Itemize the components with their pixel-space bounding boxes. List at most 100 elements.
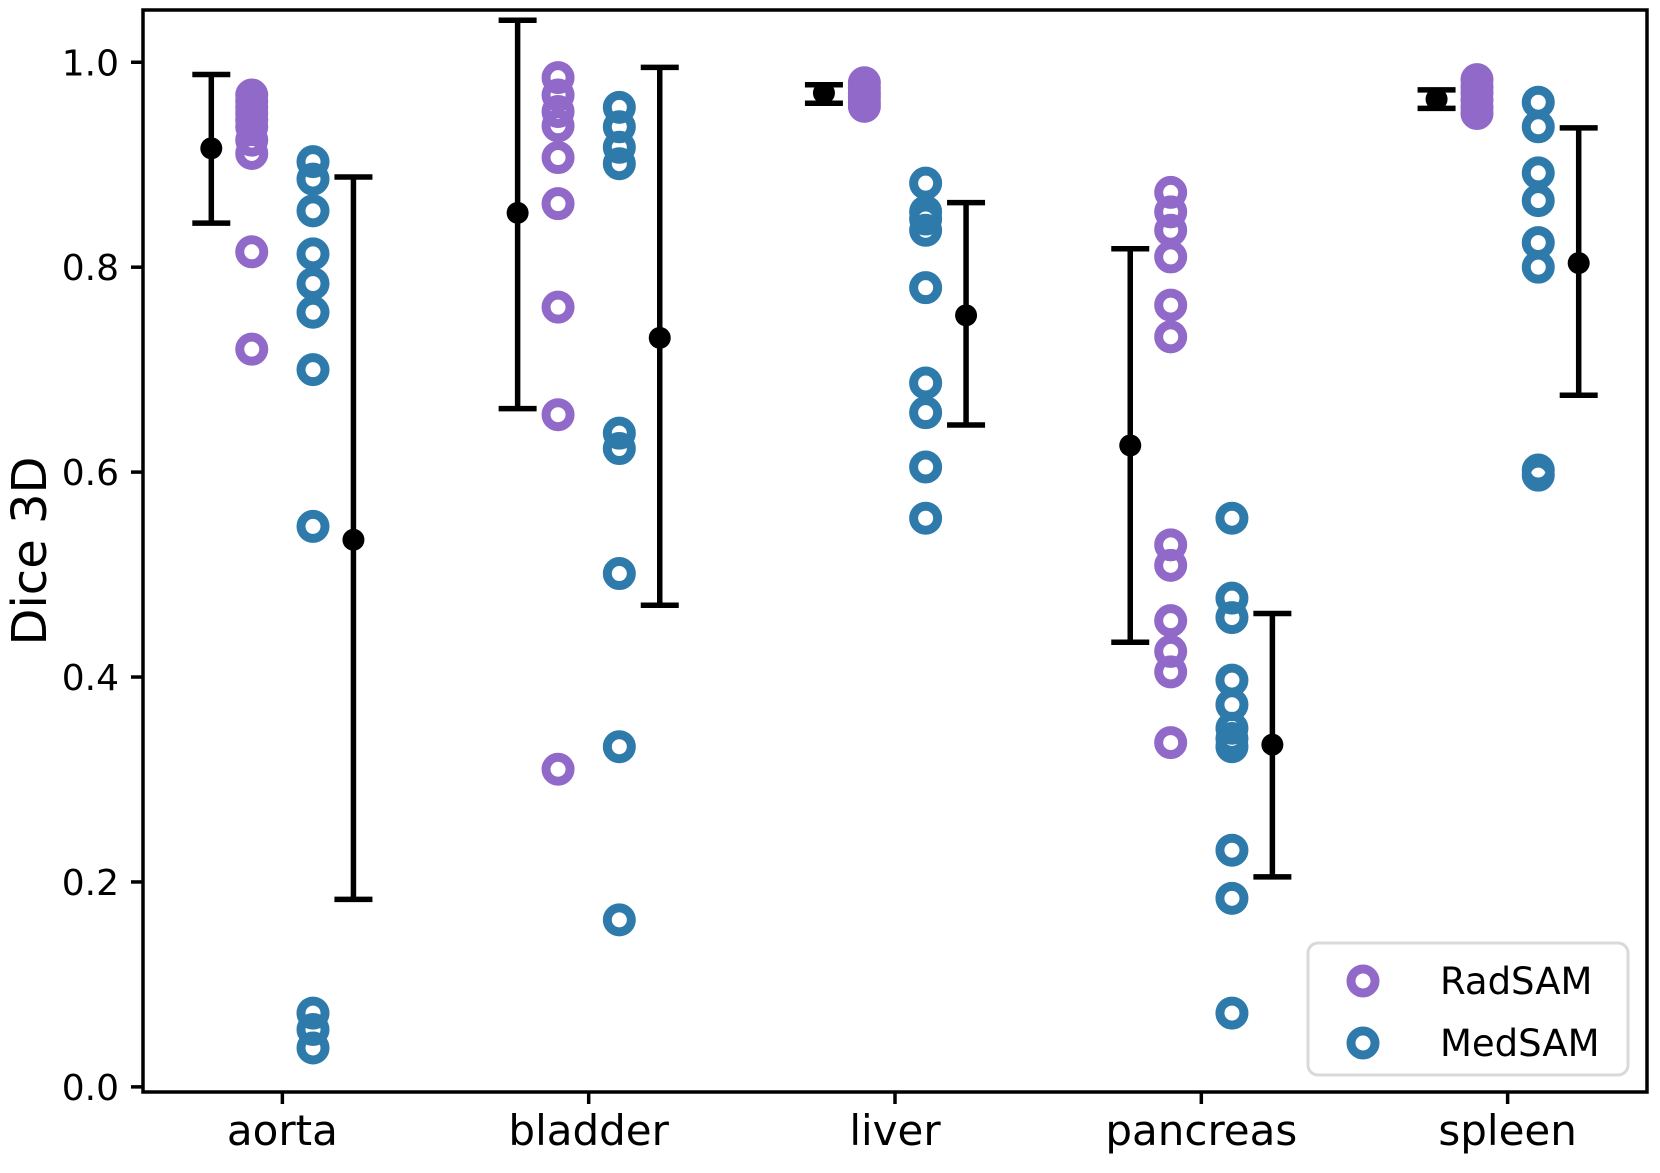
point-RadSAM xyxy=(1460,96,1494,130)
point-RadSAM xyxy=(541,141,575,175)
x-tick-label-spleen: spleen xyxy=(1438,1106,1577,1155)
points-MedSAM-aorta xyxy=(296,145,330,1065)
points-RadSAM-liver xyxy=(847,66,881,123)
point-MedSAM xyxy=(602,147,636,181)
point-MedSAM xyxy=(296,267,330,301)
point-MedSAM xyxy=(909,213,943,247)
point-RadSAM xyxy=(541,61,575,95)
points-MedSAM-liver xyxy=(909,166,943,535)
point-MedSAM xyxy=(1215,601,1249,635)
y-axis-label: Dice 3D xyxy=(2,457,58,646)
point-MedSAM xyxy=(296,509,330,543)
point-MedSAM xyxy=(296,162,330,196)
mean-dot-MedSAM-liver xyxy=(955,304,978,327)
point-MedSAM xyxy=(296,996,330,1030)
point-MedSAM xyxy=(1215,581,1249,615)
point-RadSAM xyxy=(1154,288,1188,322)
point-MedSAM xyxy=(909,366,943,400)
point-MedSAM xyxy=(602,130,636,164)
point-RadSAM xyxy=(541,109,575,143)
errorbar-MedSAM-bladder xyxy=(640,64,679,609)
y-tick-label: 1.0 xyxy=(62,43,119,84)
point-RadSAM xyxy=(1154,175,1188,209)
point-MedSAM xyxy=(1521,156,1555,190)
point-MedSAM xyxy=(602,90,636,124)
point-MedSAM xyxy=(909,501,943,535)
mean-dot-RadSAM-liver xyxy=(812,81,835,104)
y-tick-label: 0.0 xyxy=(62,1068,119,1109)
y-tick-label: 0.6 xyxy=(62,453,119,494)
errorbar-RadSAM-aorta xyxy=(192,71,231,226)
point-MedSAM xyxy=(909,396,943,430)
point-RadSAM xyxy=(541,187,575,221)
point-RadSAM xyxy=(1154,320,1188,354)
mean-dot-MedSAM-pancreas xyxy=(1261,733,1284,756)
point-MedSAM xyxy=(602,730,636,764)
mean-dot-MedSAM-bladder xyxy=(648,326,671,349)
point-MedSAM xyxy=(602,903,636,937)
point-MedSAM xyxy=(909,450,943,484)
errorbar-MedSAM-aorta xyxy=(334,174,373,903)
mean-dot-MedSAM-aorta xyxy=(342,528,365,551)
point-RadSAM xyxy=(1154,195,1188,229)
point-RadSAM xyxy=(541,78,575,112)
points-RadSAM-aorta xyxy=(235,78,269,366)
point-MedSAM xyxy=(296,194,330,228)
x-tick-label-liver: liver xyxy=(849,1106,941,1155)
mean-dot-RadSAM-spleen xyxy=(1425,88,1448,111)
point-RadSAM xyxy=(541,94,575,128)
point-MedSAM xyxy=(602,416,636,450)
radsam-marker-icon xyxy=(1346,964,1380,998)
x-tick-label-bladder: bladder xyxy=(508,1106,669,1155)
point-MedSAM xyxy=(1215,881,1249,915)
legend-box xyxy=(1306,941,1630,1077)
point-MedSAM xyxy=(1215,996,1249,1030)
point-RadSAM xyxy=(235,235,269,269)
point-RadSAM xyxy=(235,123,269,157)
points-RadSAM-bladder xyxy=(541,61,575,786)
points-MedSAM-pancreas xyxy=(1215,501,1249,1030)
point-MedSAM xyxy=(296,145,330,179)
mean-dot-RadSAM-aorta xyxy=(200,137,223,160)
point-RadSAM xyxy=(1154,604,1188,638)
points-MedSAM-bladder xyxy=(602,90,636,937)
legend-label-medsam: MedSAM xyxy=(1440,1022,1600,1065)
mean-dot-RadSAM-pancreas xyxy=(1119,434,1142,457)
points-RadSAM-spleen xyxy=(1460,63,1494,130)
x-tick-label-pancreas: pancreas xyxy=(1105,1106,1297,1155)
medsam-marker-icon xyxy=(1346,1026,1380,1060)
point-MedSAM xyxy=(1521,184,1555,218)
point-RadSAM xyxy=(541,398,575,432)
point-RadSAM xyxy=(235,332,269,366)
point-MedSAM xyxy=(296,237,330,271)
y-tick-label: 0.2 xyxy=(62,863,119,904)
mean-dot-MedSAM-spleen xyxy=(1567,252,1590,275)
point-RadSAM xyxy=(1154,726,1188,760)
point-MedSAM xyxy=(296,295,330,329)
points-RadSAM-pancreas xyxy=(1154,175,1188,760)
point-MedSAM xyxy=(909,271,943,305)
point-MedSAM xyxy=(1521,458,1555,492)
point-MedSAM xyxy=(1215,501,1249,535)
errorbar-RadSAM-bladder xyxy=(498,17,537,412)
point-RadSAM xyxy=(1154,213,1188,247)
point-RadSAM xyxy=(235,136,269,170)
point-MedSAM xyxy=(602,557,636,591)
point-RadSAM xyxy=(541,290,575,324)
axes-frame xyxy=(141,8,1649,1094)
errorbar-RadSAM-spleen xyxy=(1417,87,1456,112)
point-MedSAM xyxy=(602,432,636,466)
mean-dot-RadSAM-bladder xyxy=(506,201,529,224)
errorbar-MedSAM-pancreas xyxy=(1253,610,1292,880)
point-RadSAM xyxy=(1154,548,1188,582)
errorbar-MedSAM-liver xyxy=(947,199,986,428)
point-MedSAM xyxy=(296,1031,330,1065)
point-RadSAM xyxy=(1154,655,1188,689)
errorbar-RadSAM-liver xyxy=(804,81,843,106)
points-MedSAM-spleen xyxy=(1521,85,1555,492)
point-MedSAM xyxy=(1521,250,1555,284)
errorbar-RadSAM-pancreas xyxy=(1111,245,1150,645)
